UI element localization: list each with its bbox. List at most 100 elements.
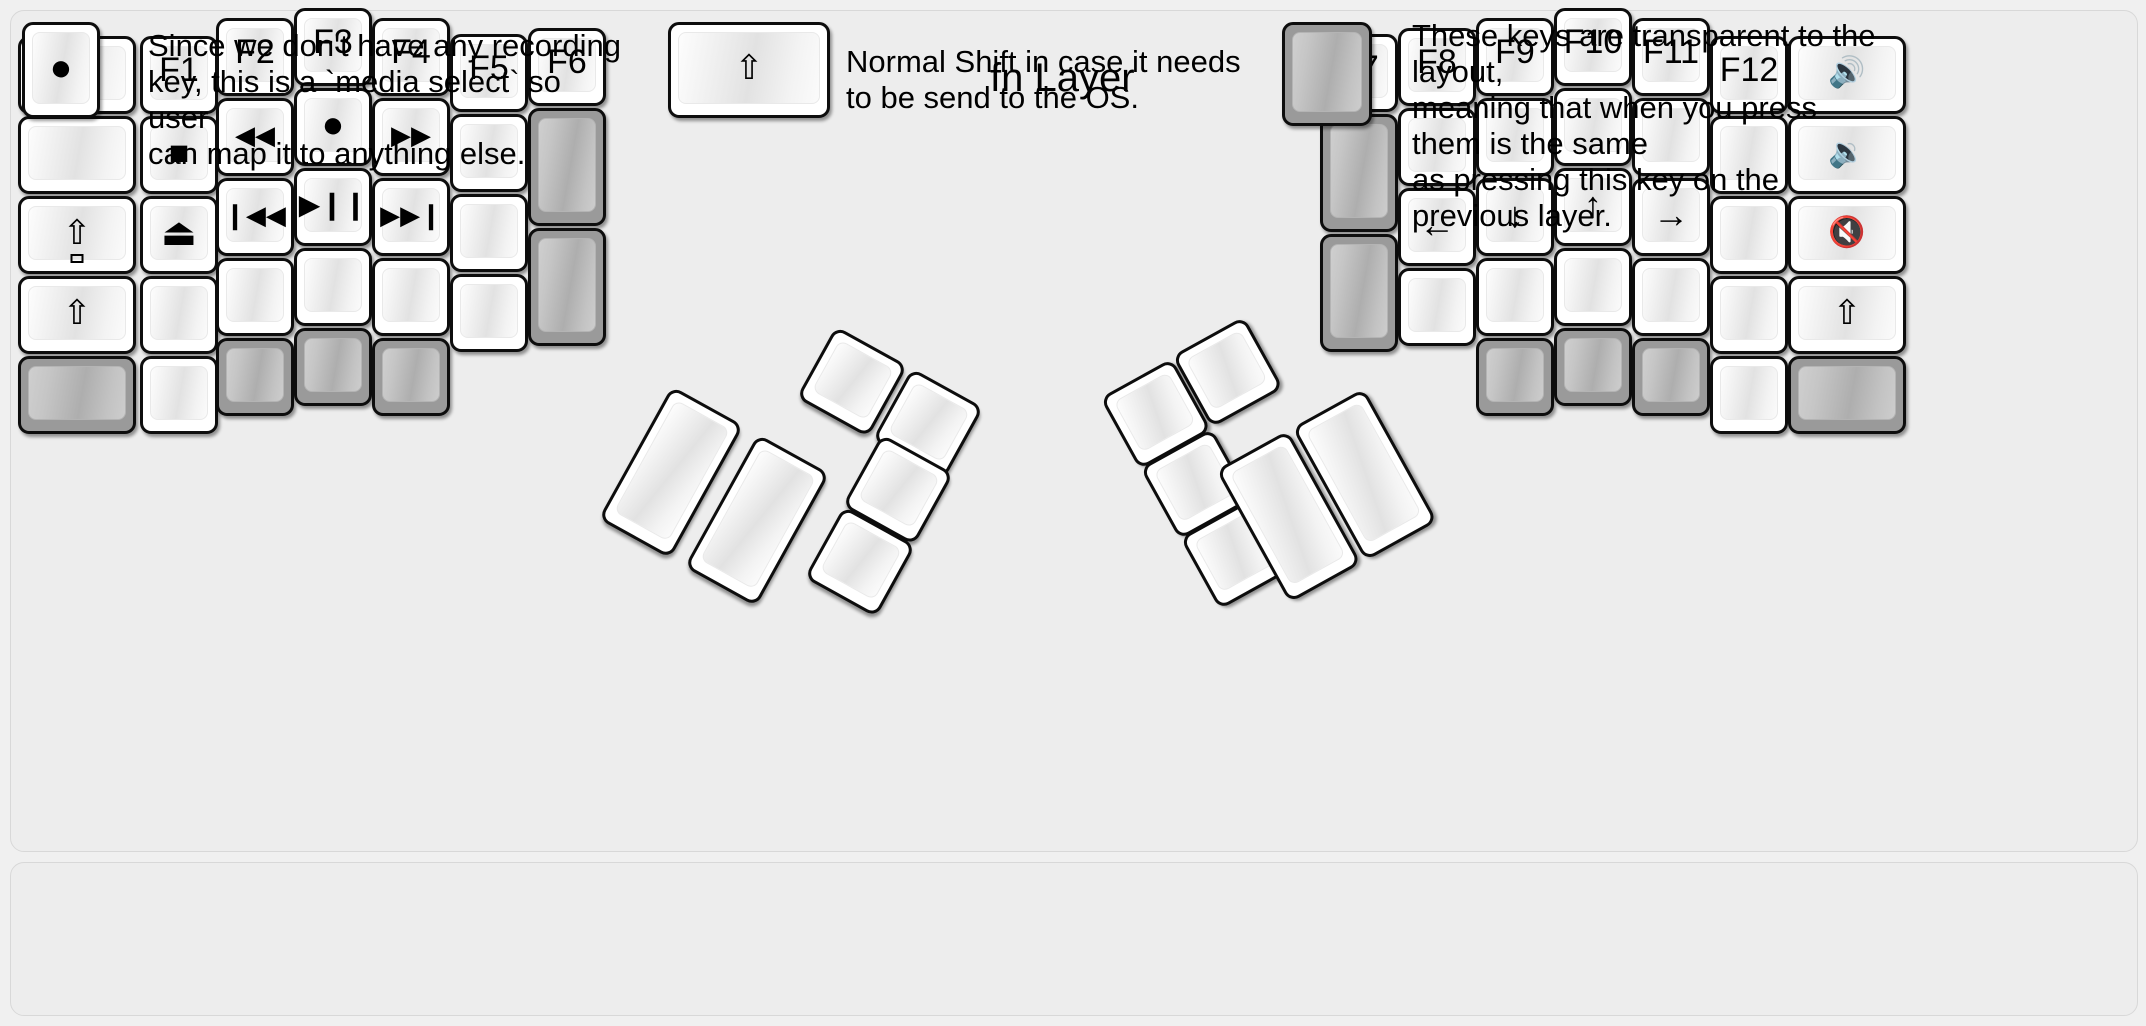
key-left-c0-r2[interactable]: ⇧ <box>18 196 136 274</box>
key-right-arrow-left[interactable]: ← <box>1398 188 1476 266</box>
key-left-c0-r1[interactable] <box>18 116 136 194</box>
key-left-fast-forward[interactable]: ▶▶ <box>372 98 450 176</box>
key-left-c6-tall2[interactable] <box>528 228 606 346</box>
key-right-c4-r4[interactable] <box>1632 338 1710 416</box>
key-label: F8 <box>1417 43 1457 81</box>
keycap-face <box>1642 108 1700 162</box>
keycap-face: F5 <box>460 44 518 98</box>
keycap-face <box>1408 278 1466 332</box>
keycap-face <box>538 238 596 332</box>
keycap-face: ▶❙❙ <box>299 178 367 232</box>
keycap-face <box>1798 366 1896 420</box>
record-icon: ● <box>321 104 345 146</box>
key-right-c2-r1[interactable] <box>1476 98 1554 176</box>
key-left-c2-r4[interactable] <box>216 338 294 416</box>
key-right-c4-r3[interactable] <box>1632 258 1710 336</box>
key-left-f6[interactable]: F6 <box>528 28 606 106</box>
keycap-face <box>1564 258 1622 312</box>
keycap-face <box>1185 329 1268 411</box>
key-left-c1-r3[interactable] <box>140 276 218 354</box>
keycap-face: ⏏ <box>150 206 208 260</box>
key-left-c3-r4[interactable] <box>294 328 372 406</box>
key-left-stop[interactable]: ■ <box>140 116 218 194</box>
caps-lock-bar <box>70 254 84 263</box>
shift-lock-icon: ⇧ <box>63 216 91 263</box>
key-right-c2-r4[interactable] <box>1476 338 1554 416</box>
key-right-f10[interactable]: F10 <box>1554 8 1632 86</box>
key-right-arrow-right[interactable]: → <box>1632 178 1710 256</box>
key-right-c5-r3[interactable] <box>1710 276 1788 354</box>
keycap-face <box>226 268 284 322</box>
key-right-shift[interactable]: ⇧ <box>1788 276 1906 354</box>
key-right-mute[interactable]: 🔇 <box>1788 196 1906 274</box>
key-left-prev-track[interactable]: ❙◀◀ <box>216 178 294 256</box>
keycap-face: F4 <box>382 28 440 82</box>
key-right-c1-r1[interactable] <box>1398 108 1476 186</box>
key-left-c3-r3[interactable] <box>294 248 372 326</box>
key-left-next-track[interactable]: ▶▶❙ <box>372 178 450 256</box>
arrow-right-icon: → <box>1653 194 1689 235</box>
key-left-play-pause[interactable]: ▶❙❙ <box>294 168 372 246</box>
shift-icon: ⇧ <box>1832 294 1862 332</box>
key-right-f12[interactable]: F12 <box>1710 36 1788 114</box>
key-right-arrow-up[interactable]: ↑ <box>1554 168 1632 246</box>
keycap-face <box>460 204 518 258</box>
key-left-eject[interactable]: ⏏ <box>140 196 218 274</box>
key-left-rewind[interactable]: ◀◀ <box>216 98 294 176</box>
keycap-face <box>1564 98 1622 152</box>
arrow-down-icon: ↓ <box>1506 194 1524 235</box>
key-right-c1-r3[interactable] <box>1398 268 1476 346</box>
legend-transparent-key <box>1282 22 1372 126</box>
key-right-c5-r2[interactable] <box>1710 196 1788 274</box>
key-right-volume-up[interactable]: 🔊 <box>1788 36 1906 114</box>
key-right-c3-r4[interactable] <box>1554 328 1632 406</box>
key-right-c0-tall2[interactable] <box>1320 234 1398 352</box>
key-right-f8[interactable]: F8 <box>1398 28 1476 106</box>
key-left-c4-r4[interactable] <box>372 338 450 416</box>
key-left-f4[interactable]: F4 <box>372 18 450 96</box>
key-right-c3-r1[interactable] <box>1554 88 1632 166</box>
key-right-c5-r4[interactable] <box>1710 356 1788 434</box>
key-right-arrow-down[interactable]: ↓ <box>1476 178 1554 256</box>
key-left-record[interactable]: ● <box>294 88 372 166</box>
key-left-f1[interactable]: F1 <box>140 36 218 114</box>
key-right-c6-r4[interactable] <box>1788 356 1906 434</box>
key-right-volume-down[interactable]: 🔉 <box>1788 116 1906 194</box>
keycap-face <box>857 447 941 529</box>
key-label: F10 <box>1563 23 1623 61</box>
keycap-face <box>226 348 284 402</box>
key-right-f9[interactable]: F9 <box>1476 18 1554 96</box>
keycap-face: ↓ <box>1486 188 1544 242</box>
keycap-face: ● <box>304 98 362 152</box>
key-left-f3[interactable]: F3 <box>294 8 372 86</box>
key-left-c0-r4[interactable] <box>18 356 136 434</box>
key-right-c2-r3[interactable] <box>1476 258 1554 336</box>
key-right-f11[interactable]: F11 <box>1632 18 1710 96</box>
keycap-face <box>1486 108 1544 162</box>
key-left-f2[interactable]: F2 <box>216 18 294 96</box>
keycap-face <box>28 366 126 420</box>
keycap-face <box>1564 338 1622 392</box>
prev-track-icon: ❙◀◀ <box>224 200 286 230</box>
keycap-face: ◀◀ <box>226 108 284 162</box>
key-right-c3-r3[interactable] <box>1554 248 1632 326</box>
legend-transparent-key-description: These keys are transparent to the layout… <box>1412 18 1876 233</box>
key-left-c4-r3[interactable] <box>372 258 450 336</box>
key-left-c5-r2[interactable] <box>450 194 528 272</box>
key-left-c5-r3[interactable] <box>450 274 528 352</box>
keycap-face <box>1720 126 1778 180</box>
volume-down-icon: 🔉 <box>1828 136 1866 169</box>
key-right-c4-r1[interactable] <box>1632 98 1710 176</box>
stop-icon: ■ <box>168 134 190 172</box>
key-left-c2-r3[interactable] <box>216 258 294 336</box>
keycap-face <box>304 338 362 392</box>
key-left-c1-r4[interactable] <box>140 356 218 434</box>
keycap-face: 🔉 <box>1798 126 1896 180</box>
keycap-face <box>819 519 903 601</box>
key-left-c5-r1[interactable] <box>450 114 528 192</box>
keycap-face <box>538 118 596 212</box>
key-left-f5[interactable]: F5 <box>450 34 528 112</box>
key-right-c5-r1[interactable] <box>1710 116 1788 194</box>
key-left-c0-r3[interactable]: ⇧ <box>18 276 136 354</box>
key-left-c6-tall1[interactable] <box>528 108 606 226</box>
